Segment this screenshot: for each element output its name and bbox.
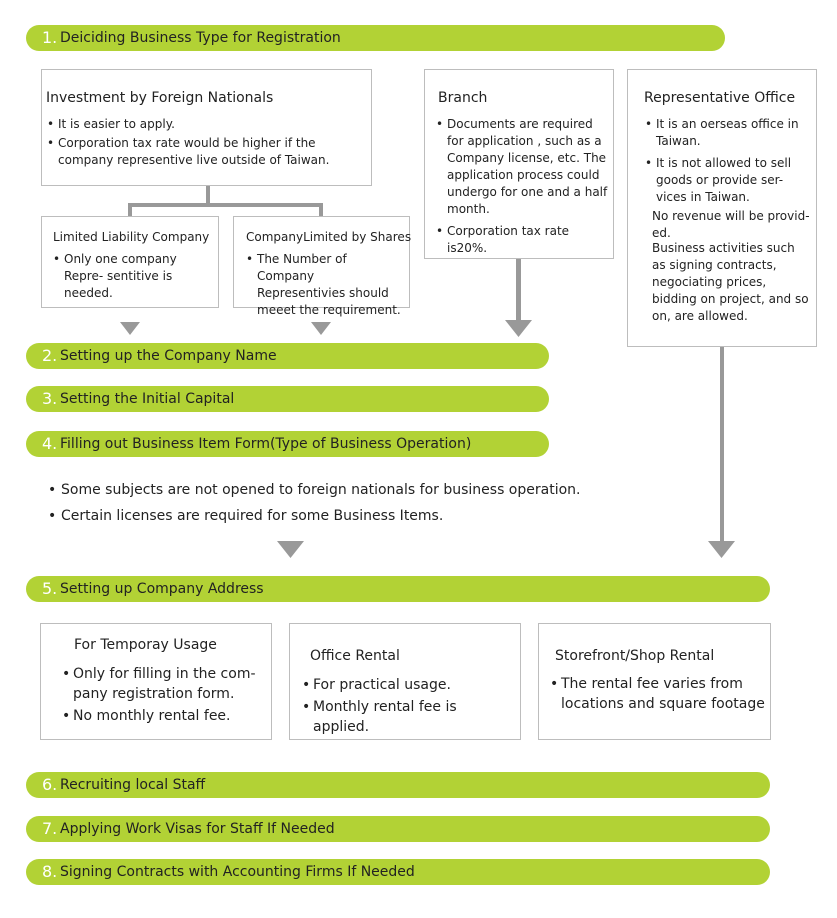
branch-bullet-1: Documents are required for application ,… [436,116,608,218]
foreign-nationals-bullets: It is easier to apply. Corporation tax r… [47,116,369,169]
step-6-number: 6. [42,775,58,794]
cls-bullets: The Number of Company Representivies sho… [246,251,404,319]
llc-bullets: Only one company Repre- sentitive is nee… [53,251,213,302]
step-5-label: Setting up Company Address [60,581,264,597]
rep-para-2: Business activities such as signing cont… [652,241,809,323]
foreign-nationals-title: Investment by Foreign Nationals [46,90,274,106]
storefront-rental-box: Storefront/Shop Rental The rental fee va… [538,623,771,740]
arrow-llc-icon [120,322,140,335]
step-3-number: 3. [42,389,58,408]
office-title: Office Rental [310,648,400,664]
temp-title: For Temporay Usage [74,637,217,653]
step-5-number: 5. [42,579,58,598]
limited-liability-box: Limited Liability Company Only one compa… [41,216,219,308]
step-4-label: Filling out Business Item Form(Type of B… [60,436,472,452]
cls-title: CompanyLimited by Shares [246,230,412,244]
branch-box: Branch Documents are required for applic… [424,69,614,259]
step-4-bar: 4. Filling out Business Item Form(Type o… [26,431,549,457]
step-6-bar: 6. Recruiting local Staff [26,772,770,798]
foreign-bullet-2: Corporation tax rate would be higher if … [47,135,369,169]
arrow-rep-icon [708,541,735,558]
step-5-bar: 5. Setting up Company Address [26,576,770,602]
store-bullet-1: The rental fee varies from locations and… [550,674,765,714]
step-1-number: 1. [42,28,58,47]
step-2-number: 2. [42,346,58,365]
step-6-label: Recruiting local Staff [60,777,206,793]
step-3-bar: 3. Setting the Initial Capital [26,386,549,412]
rep-para-1: No revenue will be provid- ed. [652,209,810,240]
store-bullets: The rental fee varies from locations and… [550,674,765,714]
arrow-step4-icon [277,541,304,558]
step-7-number: 7. [42,819,58,838]
arrow-cls-icon [311,322,331,335]
connector-cls-up [319,203,323,216]
step-8-number: 8. [42,862,58,881]
step-1-label: Deiciding Business Type for Registration [60,30,341,46]
step-2-label: Setting up the Company Name [60,348,277,364]
connector-foreign-down [206,186,210,205]
foreign-bullet-1: It is easier to apply. [47,116,369,133]
llc-bullet-1: Only one company Repre- sentitive is nee… [53,251,213,302]
step-4-note-2: Certain licenses are required for some B… [48,505,580,527]
temporary-usage-box: For Temporay Usage Only for filling in t… [40,623,272,740]
step-4-note-1: Some subjects are not opened to foreign … [48,479,580,501]
temp-bullet-1: Only for filling in the com- pany regist… [62,664,262,704]
rep-bullet-1: It is an oerseas office in Taiwan. [645,116,813,150]
step-3-label: Setting the Initial Capital [60,391,235,407]
llc-title: Limited Liability Company [53,230,210,244]
representative-office-box: Representative Office It is an oerseas o… [627,69,817,347]
connector-rep-down [720,347,724,543]
step-7-label: Applying Work Visas for Staff If Needed [60,821,335,837]
office-rental-box: Office Rental For practical usage. Month… [289,623,521,740]
connector-branch-down [516,259,521,321]
connector-llc-up [128,203,132,216]
office-bullet-1: For practical usage. [302,675,517,695]
cls-bullet-1: The Number of Company Representivies sho… [246,251,404,319]
office-bullets: For practical usage. Monthly rental fee … [302,675,517,737]
arrow-branch-icon [505,320,532,337]
step-4-number: 4. [42,434,58,453]
branch-bullets: Documents are required for application ,… [436,116,608,257]
temp-bullets: Only for filling in the com- pany regist… [62,664,262,726]
store-title: Storefront/Shop Rental [555,648,715,664]
step-7-bar: 7. Applying Work Visas for Staff If Need… [26,816,770,842]
temp-bullet-2: No monthly rental fee. [62,706,262,726]
branch-title: Branch [438,90,488,106]
connector-horizontal [128,203,323,207]
step-8-bar: 8. Signing Contracts with Accounting Fir… [26,859,770,885]
step-4-notes: Some subjects are not opened to foreign … [48,479,580,531]
rep-bullet-2: It is not allowed to sell goods or provi… [645,155,813,206]
step-8-label: Signing Contracts with Accounting Firms … [60,864,415,880]
step-2-bar: 2. Setting up the Company Name [26,343,549,369]
branch-bullet-2: Corporation tax rate is20%. [436,223,608,257]
step-1-bar: 1. Deiciding Business Type for Registrat… [26,25,725,51]
foreign-nationals-box: Investment by Foreign Nationals It is ea… [41,69,372,186]
rep-title: Representative Office [644,90,796,106]
office-bullet-2: Monthly rental fee is applied. [302,697,517,737]
rep-bullets: It is an oerseas office in Taiwan. It is… [645,116,813,206]
limited-by-shares-box: CompanyLimited by Shares The Number of C… [233,216,412,317]
